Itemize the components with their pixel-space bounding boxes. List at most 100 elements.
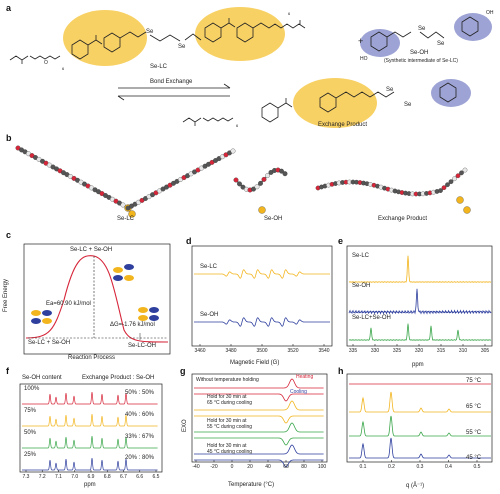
nmr-trace-se-lc bbox=[348, 255, 492, 283]
f-tick-label: 6.8 bbox=[104, 474, 111, 480]
g-annotation-2: Hold for 30 min at bbox=[207, 394, 247, 400]
f-row-ratio-2: 40% : 60% bbox=[125, 412, 155, 418]
panel-a-scheme: O 6 Se Se 6 HO OH Se Se 6 Se Se bbox=[9, 7, 494, 128]
nmr-stack-trace bbox=[22, 413, 158, 427]
d-series-se-oh: Se-OH bbox=[200, 312, 219, 318]
g-annotation-3: 65 °C during cooling bbox=[207, 400, 253, 406]
f-tick-label: 6.5 bbox=[153, 474, 160, 480]
atom bbox=[251, 186, 256, 192]
g-annotation-1: Without temperature holding bbox=[196, 377, 259, 383]
g-tick-label: 0 bbox=[231, 464, 234, 470]
g-annotation-5: 55 °C during cooling bbox=[207, 424, 253, 430]
d-series-se-lc: Se-LC bbox=[200, 264, 218, 270]
d-tick-label: 3460 bbox=[194, 348, 205, 354]
dsc-heating-trace bbox=[194, 444, 324, 455]
g-annotation-7: 45 °C during cooling bbox=[207, 449, 253, 455]
atom bbox=[462, 167, 468, 173]
f-row-content-3: 50% bbox=[24, 430, 37, 436]
svg-text:Se: Se bbox=[386, 87, 394, 93]
panel-letter-g: g bbox=[180, 366, 186, 376]
g-tick-label: 60 bbox=[283, 464, 289, 470]
g-annotation-6: Hold for 30 min at bbox=[207, 443, 247, 449]
g-tick-label: 20 bbox=[247, 464, 253, 470]
panel-letter-h: h bbox=[338, 366, 344, 376]
svg-text:Se: Se bbox=[404, 102, 412, 108]
atom bbox=[445, 182, 450, 188]
f-row-content-1: 100% bbox=[24, 386, 40, 392]
f-row-content-4: 25% bbox=[24, 452, 37, 458]
atom-se bbox=[258, 206, 266, 214]
d-tick-label: 3520 bbox=[287, 348, 298, 354]
atom bbox=[230, 148, 236, 154]
f-row-content-2: 75% bbox=[24, 408, 37, 414]
atom bbox=[279, 168, 284, 174]
svg-text:6: 6 bbox=[288, 11, 291, 16]
c-ea-label: Ea=60.90 kJ/mol bbox=[46, 301, 91, 307]
se-oh-caption: (Synthetic intermediate of Se-LC) bbox=[384, 58, 458, 64]
e-series-se-lc: Se-LC bbox=[352, 253, 370, 259]
h-tick-label: 0.2 bbox=[388, 464, 395, 470]
atom bbox=[441, 185, 447, 191]
se-lc-label: Se-LC bbox=[150, 64, 168, 70]
saxs-trace bbox=[349, 391, 491, 413]
nmr-trace-mix bbox=[348, 323, 492, 341]
atom bbox=[265, 173, 270, 179]
saxs-trace bbox=[349, 437, 491, 459]
g-tick-label: 80 bbox=[301, 464, 307, 470]
atom bbox=[452, 176, 457, 182]
atom-se bbox=[128, 210, 136, 218]
svg-text:OH: OH bbox=[486, 10, 494, 16]
f-row-ratio-3: 33% : 67% bbox=[125, 434, 155, 440]
atom bbox=[438, 188, 443, 193]
e-tick-label: 330 bbox=[371, 348, 380, 354]
e-tick-label: 325 bbox=[393, 348, 402, 354]
nmr-trace-se-oh bbox=[348, 288, 492, 315]
atom-se bbox=[456, 196, 464, 204]
bond-exchange-label: Bond Exchange bbox=[150, 79, 193, 85]
panel-c-energy-diagram bbox=[23, 243, 171, 355]
atom bbox=[448, 179, 454, 185]
svg-text:O: O bbox=[44, 60, 48, 66]
nmr-stack-trace bbox=[22, 457, 158, 471]
atom bbox=[254, 184, 260, 190]
atom bbox=[120, 202, 126, 208]
c-ylabel: Free Energy bbox=[3, 278, 9, 312]
dsc-heating-trace bbox=[194, 378, 324, 389]
e-tick-label: 335 bbox=[349, 348, 358, 354]
panel-letter-b: b bbox=[6, 133, 12, 143]
h-tick-label: 0.1 bbox=[360, 464, 367, 470]
f-tick-label: 6.7 bbox=[120, 474, 127, 480]
atom bbox=[240, 184, 246, 190]
svg-text:Se: Se bbox=[437, 41, 445, 47]
panel-b-molecules bbox=[15, 145, 471, 218]
saxs-trace bbox=[349, 415, 491, 437]
e-tick-label: 315 bbox=[437, 348, 446, 354]
svg-text:6: 6 bbox=[236, 123, 239, 128]
molecule-label-se-lc: Se-LC bbox=[117, 216, 135, 222]
atom bbox=[455, 173, 461, 179]
atom bbox=[233, 177, 239, 183]
g-ylabel: EXO bbox=[182, 419, 188, 432]
g-heating-label: Heating bbox=[296, 374, 314, 380]
panel-letter-c: c bbox=[6, 230, 12, 240]
g-tick-label: -40 bbox=[192, 464, 199, 470]
epr-trace-se-oh bbox=[194, 317, 330, 327]
dsc-cooling-trace bbox=[194, 393, 324, 402]
atom bbox=[258, 180, 263, 186]
atom bbox=[282, 171, 288, 177]
c-xlabel: Reaction Process bbox=[68, 355, 116, 361]
nmr-stack-trace bbox=[22, 391, 158, 405]
f-header-left: Se-OH content bbox=[22, 375, 62, 381]
e-tick-label: 320 bbox=[415, 348, 424, 354]
f-row-ratio-1: 50% : 50% bbox=[125, 390, 155, 396]
g-cooling-label: Cooling bbox=[290, 389, 307, 395]
f-tick-label: 6.6 bbox=[136, 474, 143, 480]
exchange-product-label: Exchange Product bbox=[318, 122, 368, 128]
plus-sign: + bbox=[358, 36, 364, 46]
d-xlabel: Magnetic Field (G) bbox=[230, 360, 280, 366]
svg-text:Se: Se bbox=[418, 26, 426, 32]
dsc-cooling-trace bbox=[194, 415, 324, 424]
f-tick-label: 7.0 bbox=[71, 474, 78, 480]
molecule-label-exchange-product: Exchange Product bbox=[378, 216, 428, 222]
